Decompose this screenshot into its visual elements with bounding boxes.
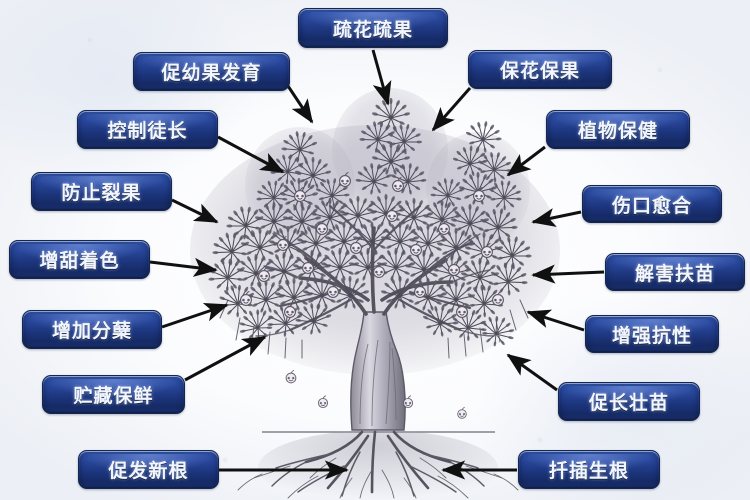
label-text: 防止裂果 [61, 182, 142, 204]
label-zeng-qiang-kang-xing[interactable]: 增强抗性 [585, 315, 719, 353]
label-text: 促发新根 [108, 460, 189, 482]
label-bao-hua-bao-guo[interactable]: 保花保果 [468, 50, 612, 89]
label-zeng-tian-zhuo-se[interactable]: 增甜着色 [9, 240, 150, 279]
label-zeng-jia-fen-nie[interactable]: 增加分蘖 [22, 310, 162, 349]
label-cu-you-guo-fa-yu[interactable]: 促幼果发育 [133, 52, 290, 91]
label-text: 伤口愈合 [611, 194, 692, 217]
label-shang-kou-yu-he[interactable]: 伤口愈合 [582, 185, 722, 223]
label-text: 控制徒长 [107, 120, 188, 142]
label-text: 促长壮苗 [588, 392, 669, 414]
label-text: 增强抗性 [611, 324, 692, 347]
label-text: 保花保果 [499, 60, 580, 82]
label-text: 贮藏保鲜 [73, 385, 154, 407]
label-fang-zhi-lie-guo[interactable]: 防止裂果 [31, 172, 172, 211]
label-qian-cha-sheng-gen[interactable]: 扦插生根 [518, 450, 660, 489]
label-zhu-cang-bao-xian[interactable]: 贮藏保鲜 [42, 375, 185, 414]
label-kong-zhi-tu-zhang[interactable]: 控制徒长 [77, 110, 218, 149]
background-tint-top-left [0, 0, 260, 190]
label-jie-hai-fu-miao[interactable]: 解害扶苗 [605, 253, 745, 291]
label-text: 促幼果发育 [161, 62, 262, 84]
label-cu-zhang-zhuang-miao[interactable]: 促长壮苗 [558, 382, 700, 421]
label-shu-hua-shu-guo[interactable]: 疏花疏果 [298, 8, 448, 48]
label-text: 增甜着色 [39, 250, 120, 272]
label-zhi-wu-bao-jian[interactable]: 植物保健 [546, 110, 690, 149]
label-text: 疏花疏果 [332, 18, 413, 41]
label-text: 增加分蘖 [51, 320, 132, 342]
label-cu-fa-xin-gen[interactable]: 促发新根 [78, 450, 219, 489]
label-text: 扦插生根 [548, 460, 629, 482]
label-text: 解害扶苗 [634, 262, 715, 285]
label-text: 植物保健 [577, 120, 658, 142]
